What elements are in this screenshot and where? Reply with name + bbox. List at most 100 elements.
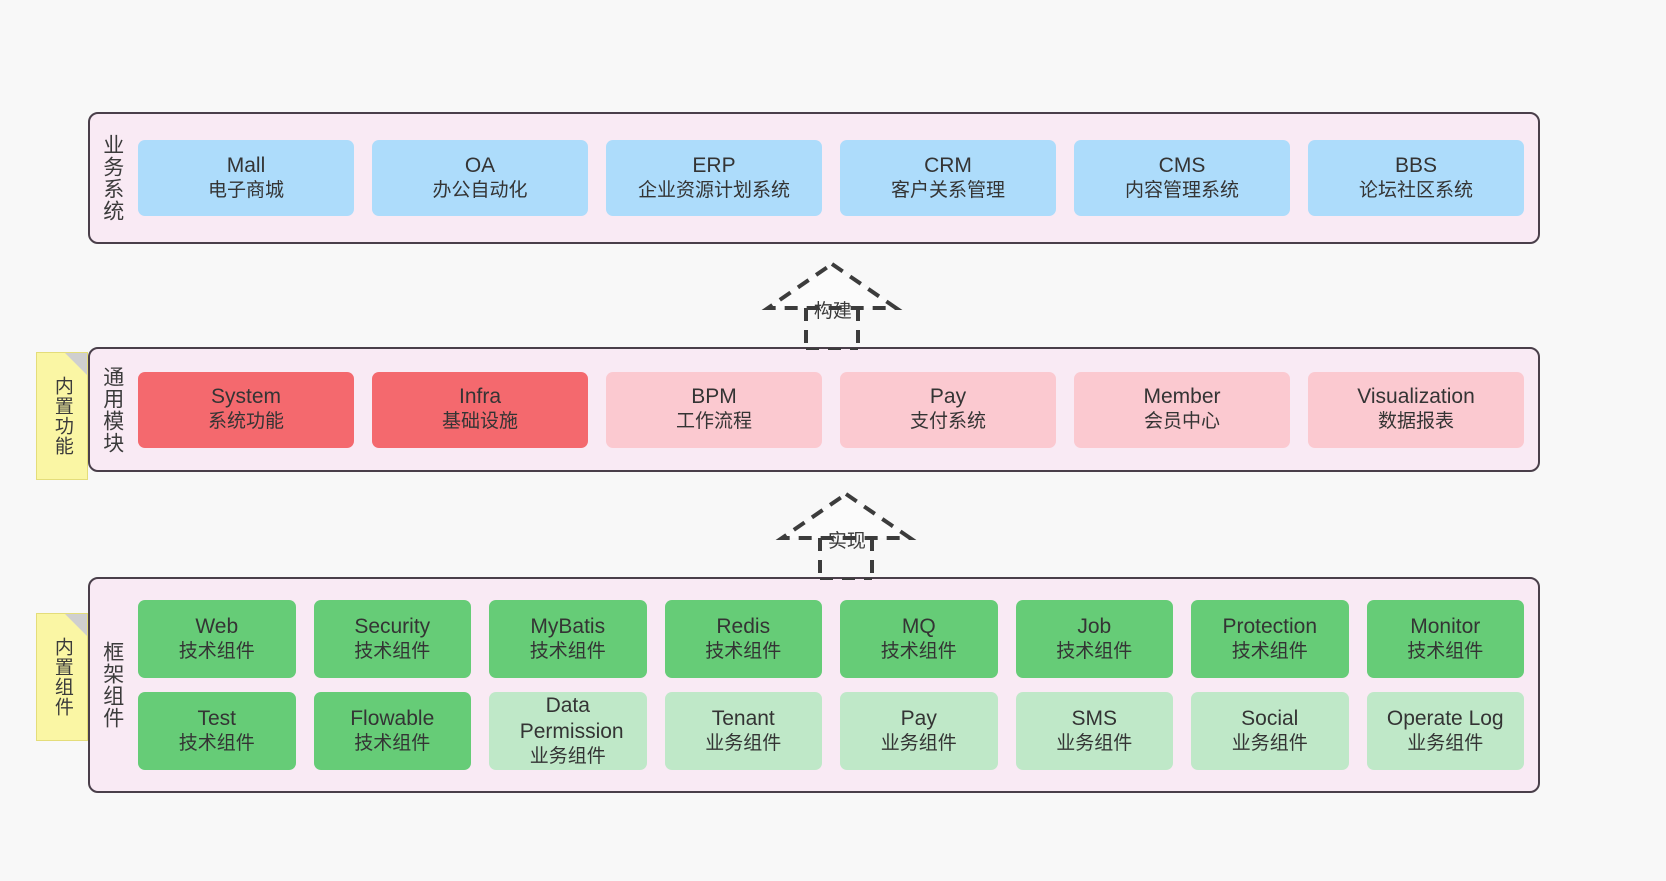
card-monitor-cn: 技术组件	[1407, 640, 1484, 662]
card-bbs[interactable]: BBS 论坛社区系统	[1308, 140, 1524, 216]
card-data-permission-en: Data Permission	[519, 693, 624, 743]
card-redis-en: Redis	[716, 614, 771, 638]
card-social-cn: 业务组件	[1231, 732, 1308, 754]
card-crm[interactable]: CRM 客户关系管理	[840, 140, 1056, 216]
card-bpm-en: BPM	[691, 385, 737, 409]
card-web-en: Web	[195, 614, 239, 638]
card-mq-en: MQ	[901, 614, 936, 638]
card-member[interactable]: Member 会员中心	[1074, 371, 1290, 448]
connector-implement-label: 实现	[827, 531, 866, 552]
card-redis[interactable]: Redis 技术组件	[664, 600, 822, 678]
card-erp[interactable]: ERP 企业资源计划系统	[606, 140, 822, 216]
card-oa[interactable]: OA 办公自动化	[372, 140, 588, 216]
card-bpm-cn: 工作流程	[675, 411, 752, 433]
note-fold-corner-icon	[65, 614, 87, 636]
card-bbs-cn: 论坛社区系统	[1358, 179, 1473, 201]
card-mybatis-cn: 技术组件	[529, 640, 606, 662]
card-member-en: Member	[1143, 385, 1221, 409]
card-bbs-en: BBS	[1394, 153, 1438, 177]
card-visualization[interactable]: Visualization 数据报表	[1308, 371, 1524, 448]
card-mall-cn: 电子商城	[207, 179, 284, 201]
card-pay-module-en: Pay	[929, 385, 967, 409]
layer-business-system-body: Mall 电子商城 OA 办公自动化 ERP 企业资源计划系统 CRM 客户关系…	[134, 114, 1538, 242]
layer-business-system-title: 业务系统	[100, 134, 124, 222]
card-job-cn: 技术组件	[1056, 640, 1133, 662]
card-security[interactable]: Security 技术组件	[313, 600, 471, 678]
connector-build-label: 构建	[813, 301, 852, 322]
card-visualization-cn: 数据报表	[1377, 411, 1454, 433]
card-protection-cn: 技术组件	[1231, 640, 1308, 662]
card-visualization-en: Visualization	[1357, 385, 1475, 409]
layer-common-module-row: System 系统功能 Infra 基础设施 BPM 工作流程 Pay 支付系统…	[138, 371, 1524, 448]
card-redis-cn: 技术组件	[705, 640, 782, 662]
card-oa-en: OA	[464, 153, 496, 177]
card-crm-en: CRM	[924, 153, 972, 177]
card-system-cn: 系统功能	[207, 411, 284, 433]
layer-common-module-body: System 系统功能 Infra 基础设施 BPM 工作流程 Pay 支付系统…	[134, 349, 1538, 470]
card-web-cn: 技术组件	[178, 640, 255, 662]
card-operate-log-cn: 业务组件	[1407, 732, 1484, 754]
card-operate-log[interactable]: Operate Log 业务组件	[1366, 692, 1524, 770]
card-pay-component-cn: 业务组件	[880, 732, 957, 754]
card-member-cn: 会员中心	[1143, 411, 1220, 433]
layer-framework-component[interactable]: 框架组件 Web 技术组件 Security 技术组件 MyBatis 技术组件…	[88, 577, 1540, 793]
card-cms-en: CMS	[1158, 153, 1206, 177]
card-system-en: System	[210, 385, 281, 409]
card-infra[interactable]: Infra 基础设施	[372, 371, 588, 448]
card-operate-log-en: Operate Log	[1386, 706, 1504, 730]
card-mall-en: Mall	[226, 153, 266, 177]
card-sms-en: SMS	[1071, 706, 1117, 730]
card-social[interactable]: Social 业务组件	[1191, 692, 1349, 770]
card-job-en: Job	[1077, 614, 1112, 638]
card-test-en: Test	[197, 706, 236, 730]
card-bpm[interactable]: BPM 工作流程	[606, 371, 822, 448]
layer-business-system[interactable]: 业务系统 Mall 电子商城 OA 办公自动化 ERP 企业资源计划系统 CRM	[88, 112, 1540, 244]
card-data-permission[interactable]: Data Permission 业务组件	[489, 692, 647, 770]
note-builtin-feature[interactable]: 内置功能	[36, 352, 88, 480]
card-infra-cn: 基础设施	[441, 411, 518, 433]
card-social-en: Social	[1241, 706, 1299, 730]
note-builtin-feature-label: 内置功能	[51, 376, 73, 456]
card-system[interactable]: System 系统功能	[138, 371, 354, 448]
card-oa-cn: 办公自动化	[432, 179, 528, 201]
card-test-cn: 技术组件	[178, 732, 255, 754]
card-erp-cn: 企业资源计划系统	[637, 179, 790, 201]
card-pay-module-cn: 支付系统	[909, 411, 986, 433]
card-data-permission-cn: 业务组件	[529, 746, 606, 768]
note-fold-corner-icon	[65, 353, 87, 375]
note-builtin-component[interactable]: 内置组件	[36, 613, 88, 741]
card-monitor-en: Monitor	[1410, 614, 1481, 638]
card-web[interactable]: Web 技术组件	[138, 600, 296, 678]
card-job[interactable]: Job 技术组件	[1015, 600, 1173, 678]
layer-framework-component-body: Web 技术组件 Security 技术组件 MyBatis 技术组件 Redi…	[134, 579, 1538, 791]
card-mq-cn: 技术组件	[880, 640, 957, 662]
card-mybatis-en: MyBatis	[530, 614, 606, 638]
card-mall[interactable]: Mall 电子商城	[138, 140, 354, 216]
layer-common-module-title: 通用模块	[100, 365, 124, 454]
card-tenant-cn: 业务组件	[705, 732, 782, 754]
card-flowable[interactable]: Flowable 技术组件	[313, 692, 471, 770]
card-flowable-en: Flowable	[350, 706, 435, 730]
connector-implement: 实现	[766, 488, 926, 582]
card-pay-component[interactable]: Pay 业务组件	[840, 692, 998, 770]
card-mq[interactable]: MQ 技术组件	[840, 600, 998, 678]
card-tenant[interactable]: Tenant 业务组件	[664, 692, 822, 770]
card-cms-cn: 内容管理系统	[1124, 179, 1239, 201]
card-pay-component-en: Pay	[900, 706, 937, 730]
card-security-cn: 技术组件	[354, 640, 431, 662]
card-monitor[interactable]: Monitor 技术组件	[1366, 600, 1524, 678]
card-mybatis[interactable]: MyBatis 技术组件	[489, 600, 647, 678]
card-tenant-en: Tenant	[711, 706, 775, 730]
card-protection[interactable]: Protection 技术组件	[1191, 600, 1349, 678]
layer-business-system-row: Mall 电子商城 OA 办公自动化 ERP 企业资源计划系统 CRM 客户关系…	[138, 140, 1524, 216]
card-pay-module[interactable]: Pay 支付系统	[840, 371, 1056, 448]
card-security-en: Security	[354, 614, 431, 638]
card-cms[interactable]: CMS 内容管理系统	[1074, 140, 1290, 216]
layer-common-module[interactable]: 通用模块 System 系统功能 Infra 基础设施 BPM 工作流程 Pay	[88, 347, 1540, 472]
card-sms[interactable]: SMS 业务组件	[1015, 692, 1173, 770]
framework-business-row: Test 技术组件 Flowable 技术组件 Data Permission …	[138, 692, 1524, 770]
framework-tech-row: Web 技术组件 Security 技术组件 MyBatis 技术组件 Redi…	[138, 600, 1524, 678]
card-test[interactable]: Test 技术组件	[138, 692, 296, 770]
card-infra-en: Infra	[458, 385, 502, 409]
